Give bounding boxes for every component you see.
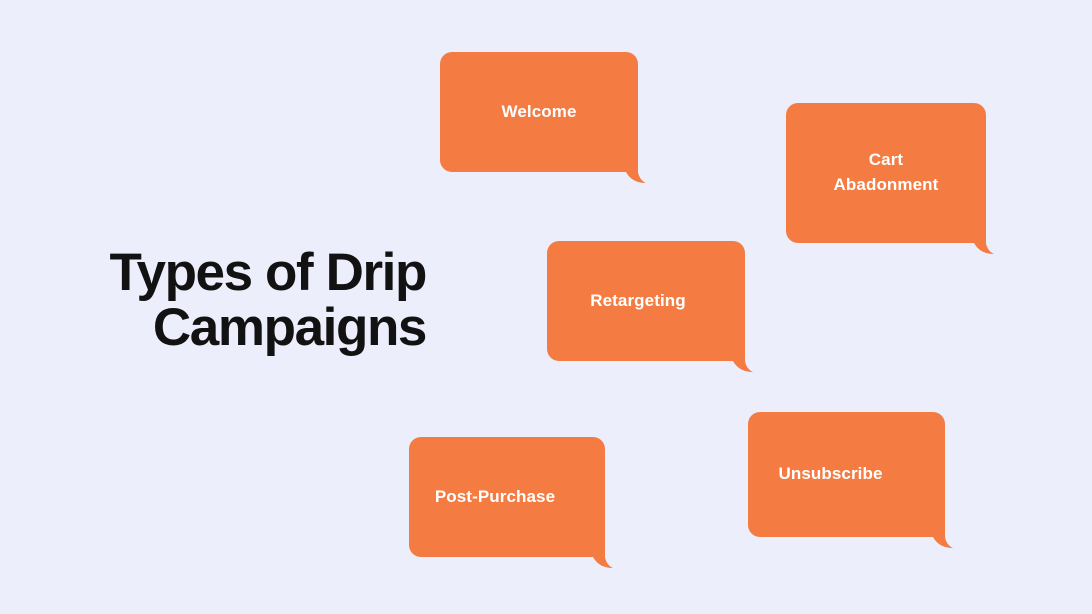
speech-bubble-welcome[interactable]: Welcome: [440, 52, 646, 183]
speech-bubble-unsubscribe[interactable]: Unsubscribe: [748, 412, 953, 548]
speech-bubble-cart-abadonment[interactable]: Cart Abadonment: [786, 103, 994, 254]
page-title: Types of Drip Campaigns: [40, 243, 427, 357]
page-title-line-2: Campaigns: [152, 297, 427, 357]
speech-bubble-label: Unsubscribe: [778, 464, 883, 484]
speech-bubble-label: Post-Purchase: [434, 486, 556, 506]
speech-bubble-label: Retargeting: [590, 290, 686, 310]
speech-bubble-label: Cart Abadonment: [833, 150, 939, 194]
speech-bubble-post-purchase[interactable]: Post-Purchase: [409, 437, 613, 568]
speech-bubble-label: Welcome: [501, 101, 577, 121]
page-title-line-1: Types of Drip: [109, 243, 427, 302]
speech-bubble-retargeting[interactable]: Retargeting: [547, 241, 753, 372]
